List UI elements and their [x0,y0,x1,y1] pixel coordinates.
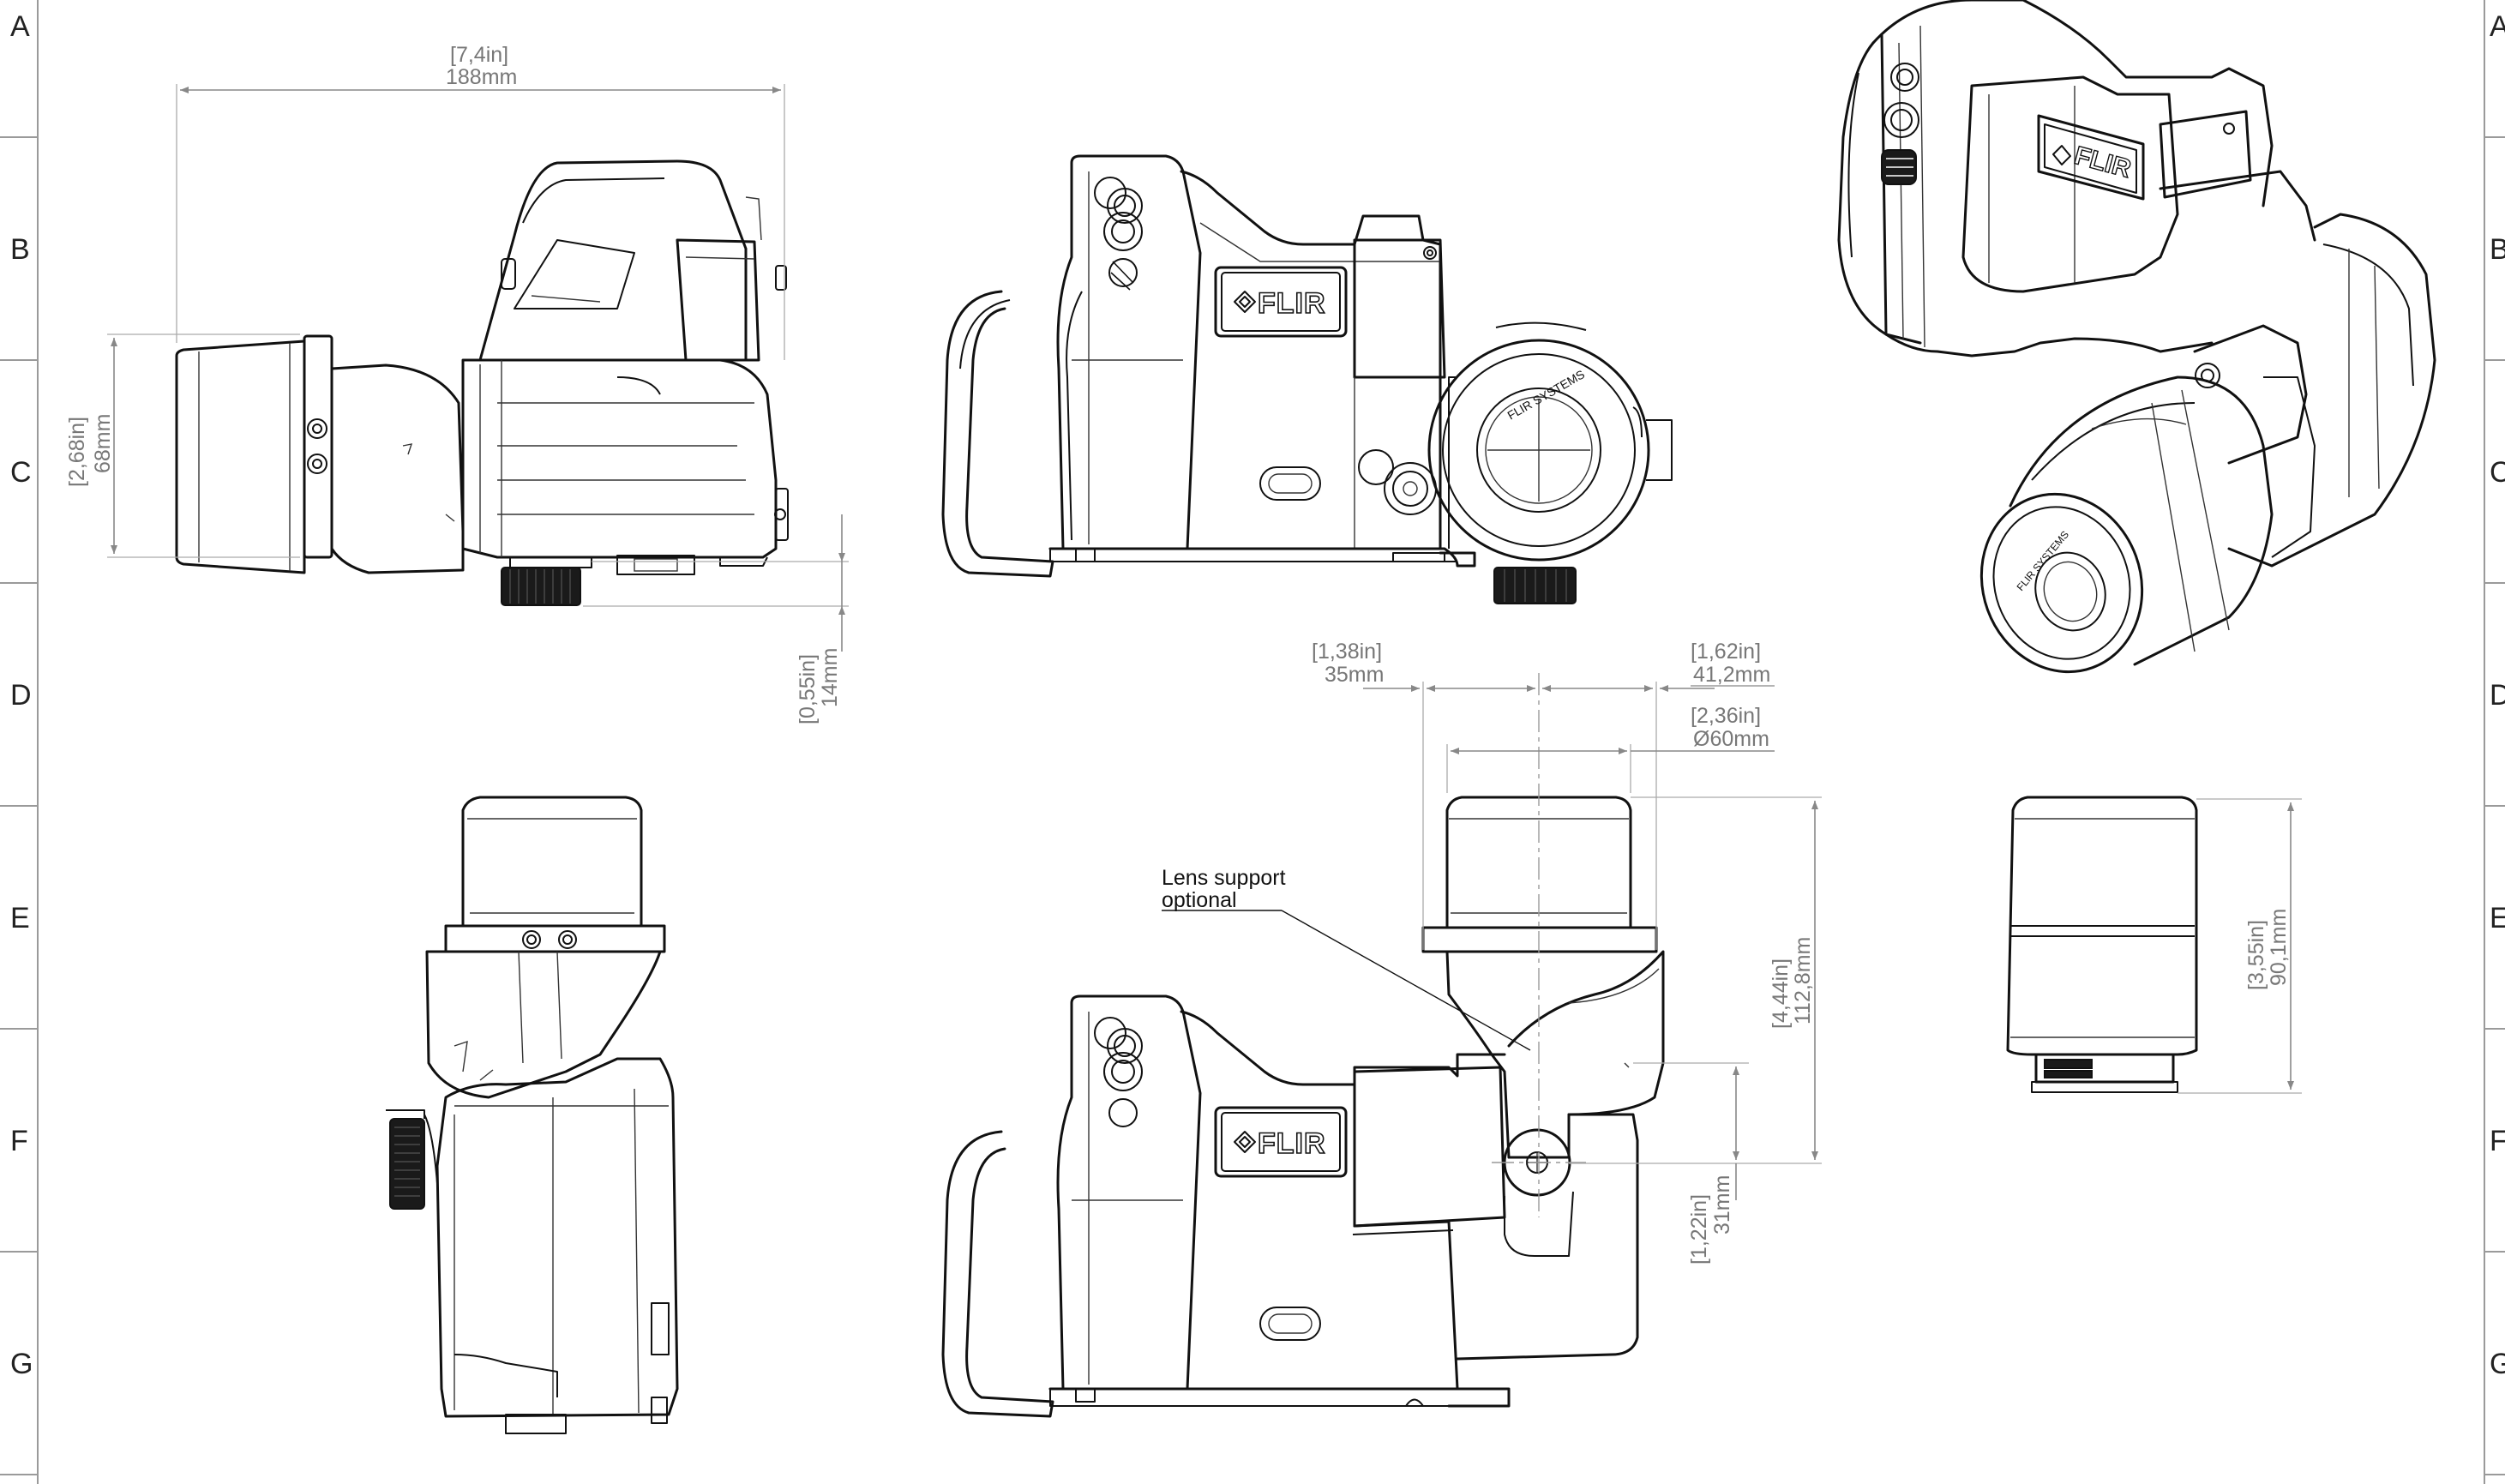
front-view-camera: FLIR FLIR SYSTEMS [941,154,1673,604]
dim-front-height-inch: [4,44in] [1769,958,1793,1029]
zone-label-g-right: G [2490,1348,2505,1380]
dim-front-height: [4,44in] 112,8mm [1569,796,1822,1164]
top-view-camera [386,796,679,1434]
dim-support-height: [1,22in] 31mm [1633,1062,1749,1265]
side-view-camera [175,159,789,606]
zone-label-f-right: F [2490,1125,2505,1157]
zone-label-c-right: C [2490,456,2505,489]
dim-front-height-metric: 112,8mm [1791,937,1815,1024]
dim-lens-height-metric: 68mm [91,414,115,473]
iso-lens-text: FLIR SYSTEMS [2015,529,2071,593]
dim-lens-length-inch: [3,55in] [2244,920,2268,990]
dim-centerline [1492,673,1586,1217]
lens-support-note: Lens support optional [1162,866,1531,1051]
dim-lens-height-inch: [2,68in] [65,417,89,487]
lens-side-view [2006,796,2198,1093]
zone-label-b: B [10,233,30,266]
zone-label-a: A [10,10,30,43]
dim-lens-offset: [1,38in] 35mm [1,62in] 41,2mm [1312,640,1775,950]
dim-lens-diameter-metric: Ø60mm [1693,727,1769,751]
zone-label-b-right: B [2490,233,2505,266]
zone-label-e-right: E [2490,902,2505,934]
zone-labels-right: A B C D E F G [2490,10,2505,1380]
dim-lens-length: [3,55in] 90,1mm [2178,798,2302,1094]
note-line-1: Lens support [1162,866,1286,890]
support-view-logo-text: FLIR [1258,1127,1326,1160]
dim-lens-offset-left-metric: 35mm [1325,663,1384,687]
flir-logo-diamond-icon [1234,291,1256,313]
zone-label-d-right: D [2490,679,2505,712]
zone-label-c: C [10,456,32,489]
dim-lens-length-metric: 90,1mm [2267,909,2291,986]
dim-lens-diameter: [2,36in] Ø60mm [1446,704,1775,793]
zone-label-e: E [10,902,30,934]
zone-label-f: F [10,1125,28,1157]
zone-labels-left: A B C D E F G [10,10,33,1380]
dim-lens-offset-left-inch: [1,38in] [1312,640,1382,664]
dim-overall-length-metric: 188mm [446,65,517,89]
dim-mount-depth-inch: [0,55in] [796,654,820,724]
zone-label-a-right: A [2490,10,2505,43]
flir-logo-diamond-icon-2 [1234,1131,1256,1153]
front-view-logo-text: FLIR [1258,287,1326,320]
dim-lens-height: [2,68in] 68mm [65,333,300,558]
iso-flir-logo-diamond-icon [2052,145,2071,165]
dim-lens-offset-right-inch: [1,62in] [1691,640,1761,664]
front-view-with-support: FLIR [941,796,1665,1418]
note-line-2: optional [1162,888,1237,912]
isometric-view-camera: FLIR FLIR SYSTEMS [1837,0,2436,674]
dim-support-height-metric: 31mm [1710,1175,1734,1235]
zone-label-d: D [10,679,32,712]
dim-support-height-inch: [1,22in] [1687,1194,1711,1265]
front-lens-text-1: FLIR SYSTEMS [1505,367,1588,422]
dim-mount-depth-metric: 14mm [818,648,842,707]
dim-overall-length: [7,4in] 188mm [176,43,785,360]
dim-lens-diameter-inch: [2,36in] [1691,704,1761,728]
zone-label-g: G [10,1348,33,1380]
dim-lens-offset-right-metric: 41,2mm [1693,663,1770,687]
dim-overall-length-inch: [7,4in] [450,43,508,67]
dim-mount-depth: [0,55in] 14mm [583,514,849,724]
